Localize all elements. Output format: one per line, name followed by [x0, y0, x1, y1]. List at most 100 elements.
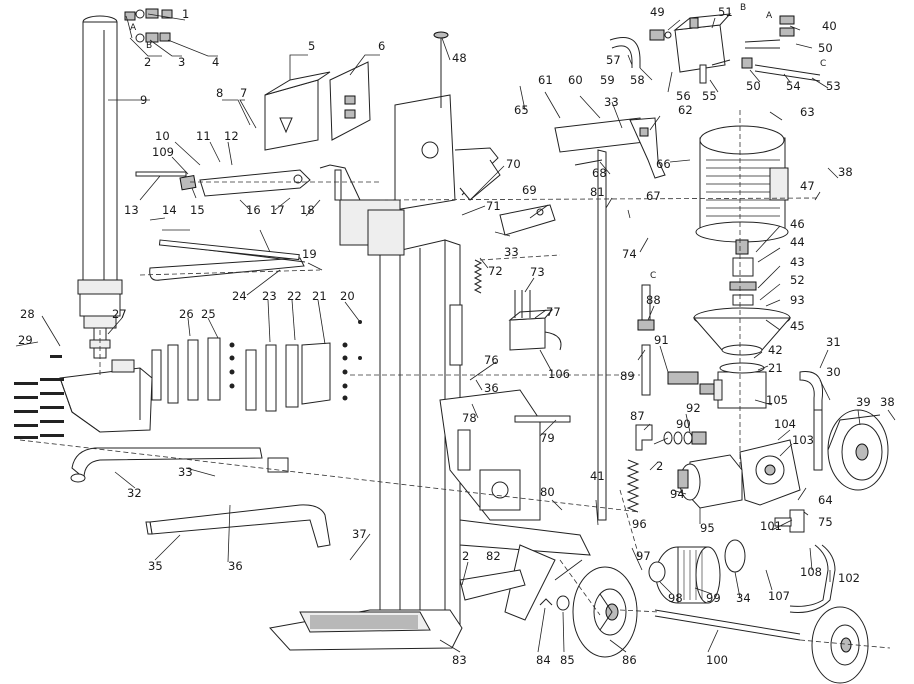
label-19: 19 — [302, 247, 317, 261]
label-24: 24 — [232, 289, 247, 303]
label-99: 99 — [706, 591, 721, 605]
label-32: 32 — [127, 486, 142, 500]
label-36a: 36 — [228, 559, 243, 573]
label-2c: 2 — [656, 459, 663, 473]
label-105: 105 — [766, 393, 788, 407]
pin-84 — [539, 598, 553, 606]
label-5: 5 — [308, 39, 315, 53]
pump-95 — [677, 454, 743, 509]
label-23: 23 — [262, 289, 277, 303]
label-59: 59 — [600, 73, 615, 87]
label-33c: 33 — [504, 245, 519, 259]
label-34: 34 — [736, 591, 751, 605]
label-85: 85 — [560, 653, 575, 667]
label-14: 14 — [162, 203, 177, 217]
label-18: 18 — [300, 203, 315, 217]
wedge-plates — [151, 320, 362, 412]
label-104: 104 — [774, 417, 796, 431]
label-52: 52 — [790, 273, 805, 287]
hose-89 — [637, 284, 655, 396]
spring-72 — [473, 259, 483, 294]
label-40: 40 — [822, 19, 837, 33]
label-39: 39 — [856, 395, 871, 409]
spring-96 — [626, 459, 640, 513]
label-63: 63 — [800, 105, 815, 119]
label-16: 16 — [246, 203, 261, 217]
lever-17 — [135, 169, 311, 197]
label-20: 20 — [340, 289, 355, 303]
label-35: 35 — [148, 559, 163, 573]
label-21b: 21 — [768, 361, 783, 375]
label-17: 17 — [270, 203, 285, 217]
bracket-5 — [264, 71, 331, 151]
label-53: 53 — [826, 79, 841, 93]
label-92: 92 — [686, 401, 701, 415]
label-13: 13 — [124, 203, 139, 217]
label-72: 72 — [488, 264, 503, 278]
label-50a: 50 — [818, 41, 833, 55]
label-102: 102 — [838, 571, 860, 585]
valve-block-51 — [673, 13, 732, 84]
label-66: 66 — [656, 157, 671, 171]
label-95: 95 — [700, 521, 715, 535]
part-labels: 1 2 3 4 5 6 7 8 9 10 11 12 109 13 14 15 … — [18, 3, 895, 667]
base-plate — [269, 609, 463, 651]
dipstick-48 — [433, 31, 449, 108]
marker-B2: B — [740, 3, 746, 13]
electric-motor — [695, 125, 789, 255]
label-91: 91 — [654, 333, 669, 347]
oring-98 — [648, 561, 666, 583]
marker-C2: C — [650, 271, 656, 281]
rod-68 — [574, 149, 607, 521]
elbow-87 — [635, 424, 653, 451]
label-41: 41 — [590, 469, 605, 483]
valve-block-73 — [508, 290, 562, 351]
marker-A2: A — [766, 11, 773, 21]
label-2: 2 — [144, 55, 151, 69]
gearbox-104 — [739, 439, 801, 506]
label-109: 109 — [152, 145, 174, 159]
label-30: 30 — [826, 365, 841, 379]
label-26: 26 — [179, 307, 194, 321]
handle-35 — [145, 504, 331, 548]
label-43: 43 — [790, 255, 805, 269]
label-67: 67 — [646, 189, 661, 203]
label-68: 68 — [592, 166, 607, 180]
assembly-lines — [19, 110, 891, 649]
label-6: 6 — [378, 39, 385, 53]
screws-29 — [14, 355, 64, 439]
label-62: 62 — [678, 103, 693, 117]
label-29: 29 — [18, 333, 33, 347]
label-107: 107 — [768, 589, 790, 603]
label-106: 106 — [548, 367, 570, 381]
label-11: 11 — [196, 129, 211, 143]
axle-100 — [654, 609, 801, 641]
label-2b: 2 — [462, 549, 469, 563]
marker-A1: A — [130, 23, 137, 33]
label-36b: 36 — [484, 381, 499, 395]
label-8: 8 — [216, 86, 223, 100]
label-77: 77 — [546, 305, 561, 319]
label-60: 60 — [568, 73, 583, 87]
label-10: 10 — [155, 129, 170, 143]
label-75: 75 — [818, 515, 833, 529]
marker-B1: B — [146, 41, 152, 51]
label-51: 51 — [718, 5, 733, 19]
cap-34 — [724, 539, 746, 573]
label-31: 31 — [826, 335, 841, 349]
label-3: 3 — [178, 55, 185, 69]
hose-57 — [609, 37, 641, 68]
pin-79 — [514, 415, 571, 423]
label-49: 49 — [650, 5, 665, 19]
label-96: 96 — [632, 517, 647, 531]
label-45: 45 — [790, 319, 805, 333]
label-42: 42 — [768, 343, 783, 357]
label-57: 57 — [606, 53, 621, 67]
label-70: 70 — [506, 157, 521, 171]
label-61: 61 — [538, 73, 553, 87]
label-97: 97 — [636, 549, 651, 563]
washer-85 — [556, 595, 570, 611]
fitting-91 — [667, 371, 699, 385]
label-54: 54 — [786, 79, 801, 93]
label-79: 79 — [540, 431, 555, 445]
